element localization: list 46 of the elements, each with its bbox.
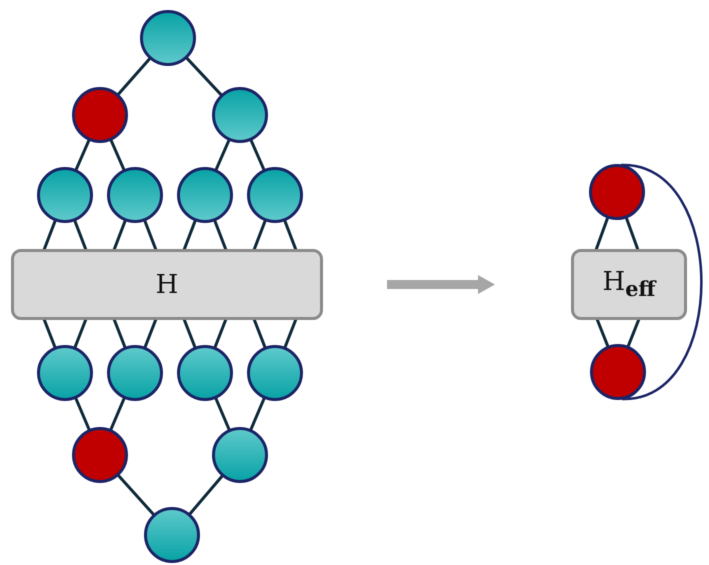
connector-line: [594, 216, 610, 250]
connector-line: [74, 397, 91, 431]
connector-line: [214, 397, 231, 431]
connector-line: [109, 397, 126, 431]
connector-line: [143, 220, 158, 251]
connector-line: [74, 139, 91, 171]
circle-node: [144, 507, 200, 563]
connector-line: [42, 318, 57, 348]
connector-line: [42, 220, 57, 251]
connector-line: [213, 220, 228, 251]
connector-line: [188, 474, 224, 516]
connector-line: [596, 318, 610, 348]
connector-line: [112, 318, 127, 348]
connector-line: [143, 318, 158, 348]
connector-line: [116, 474, 156, 516]
circle-node: [72, 87, 128, 143]
circle-node: [140, 10, 196, 66]
operator-box: [11, 249, 323, 320]
connector-line: [624, 216, 640, 250]
circle-node: [590, 344, 646, 400]
connector-line: [185, 56, 223, 96]
operator-label: H: [156, 270, 178, 300]
connector-line: [249, 139, 266, 171]
operator-box: [571, 249, 687, 320]
connector-line: [109, 139, 126, 171]
connector-line: [73, 220, 88, 251]
connector-line: [252, 220, 267, 251]
connector-line: [116, 57, 152, 96]
connector-line: [73, 318, 88, 348]
connector-line: [249, 397, 266, 431]
connector-line: [213, 318, 228, 348]
connector-line: [252, 318, 267, 348]
circle-node: [212, 87, 268, 143]
circle-node: [247, 345, 303, 401]
operator-label: H$_{eff}$: [602, 267, 656, 302]
connector-line: [182, 318, 197, 348]
circle-node: [72, 427, 128, 483]
connector-line: [283, 318, 298, 348]
circle-node: [247, 167, 303, 223]
connector-line: [626, 318, 640, 348]
connector-line: [214, 139, 231, 171]
connector-line: [283, 220, 298, 251]
connector-line: [182, 220, 197, 251]
connector-line: [112, 220, 127, 251]
circle-node: [212, 427, 268, 483]
connector-line: [620, 164, 703, 400]
